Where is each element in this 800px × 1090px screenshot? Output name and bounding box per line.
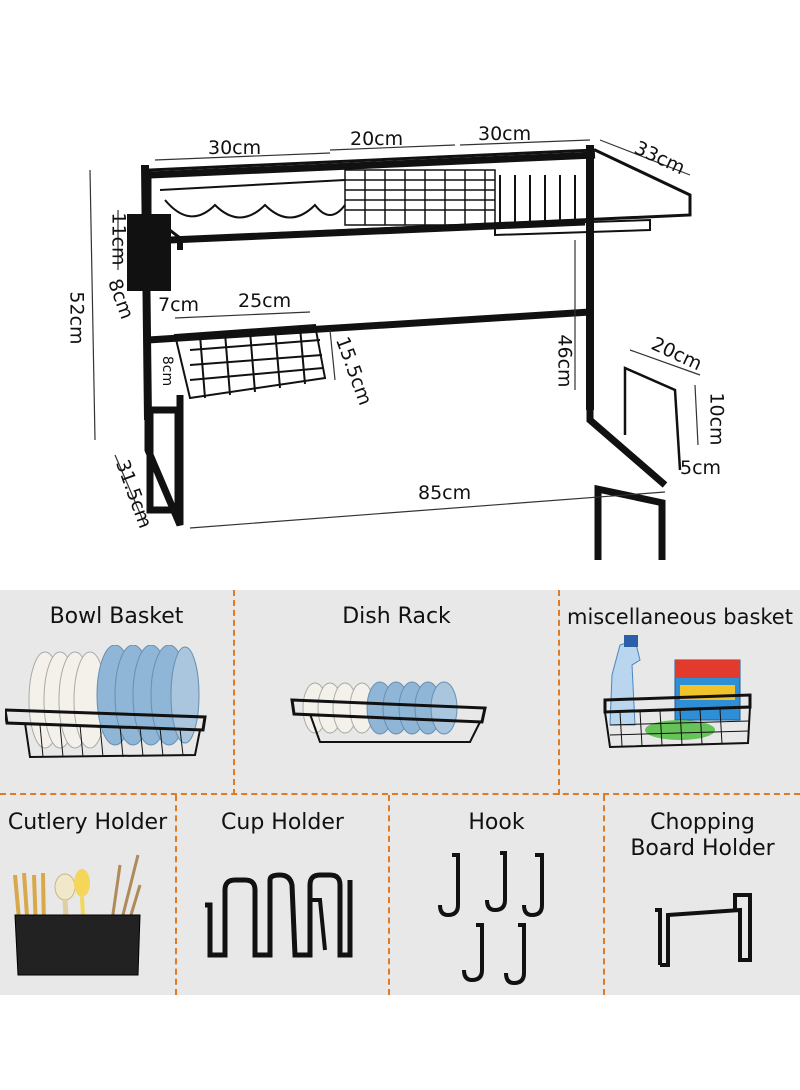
misc-basket-label: miscellaneous basket	[567, 605, 793, 629]
separator	[0, 793, 800, 795]
dish-rack-label: Dish Rack	[342, 604, 451, 629]
rack-illustration	[89, 139, 701, 612]
cutlery-holder-image	[13, 854, 142, 976]
dim-clearance: 46cm	[553, 334, 576, 388]
misc-basket-image	[603, 635, 752, 749]
dim-basket-offset: 7cm	[158, 294, 200, 316]
dim-left-11: 11cm	[107, 212, 130, 266]
rack-dimension-diagram: 30cm 20cm 30cm 33cm 11cm 8cm 52cm 7cm 25…	[65, 123, 728, 612]
dish-rack-image	[290, 681, 487, 743]
cup-holder-label: Cup Holder	[221, 810, 344, 835]
separator	[558, 590, 560, 795]
dim-top-middle: 20cm	[350, 128, 404, 150]
dim-base-width: 85cm	[418, 482, 472, 504]
separator	[388, 795, 390, 995]
cup-holder-image	[205, 872, 353, 958]
dim-basket-height: 8cm	[159, 355, 176, 387]
dim-board-depth: 5cm	[680, 457, 722, 479]
dim-height-total: 52cm	[65, 291, 88, 345]
dim-top-right: 30cm	[478, 123, 532, 145]
separator	[175, 795, 177, 995]
bowl-basket-label: Bowl Basket	[49, 604, 184, 629]
accessories-panel: Bowl Basket Dish Rack	[0, 590, 800, 995]
dim-board-height: 10cm	[705, 392, 728, 446]
chopping-board-holder-label-line2: Board Holder	[630, 836, 775, 861]
chopping-board-holder-image	[655, 893, 752, 967]
separator	[233, 590, 235, 795]
chopping-board-holder-label: Chopping Board Holder	[605, 810, 800, 862]
cutlery-holder-label: Cutlery Holder	[7, 810, 168, 835]
dim-basket-width: 25cm	[238, 290, 292, 312]
chopping-board-holder-label-line1: Chopping	[650, 810, 755, 835]
separator	[603, 795, 605, 995]
hook-label: Hook	[468, 810, 525, 835]
hook-image	[438, 851, 544, 986]
dim-top-left: 30cm	[208, 137, 262, 159]
bowl-basket-image	[5, 645, 207, 759]
